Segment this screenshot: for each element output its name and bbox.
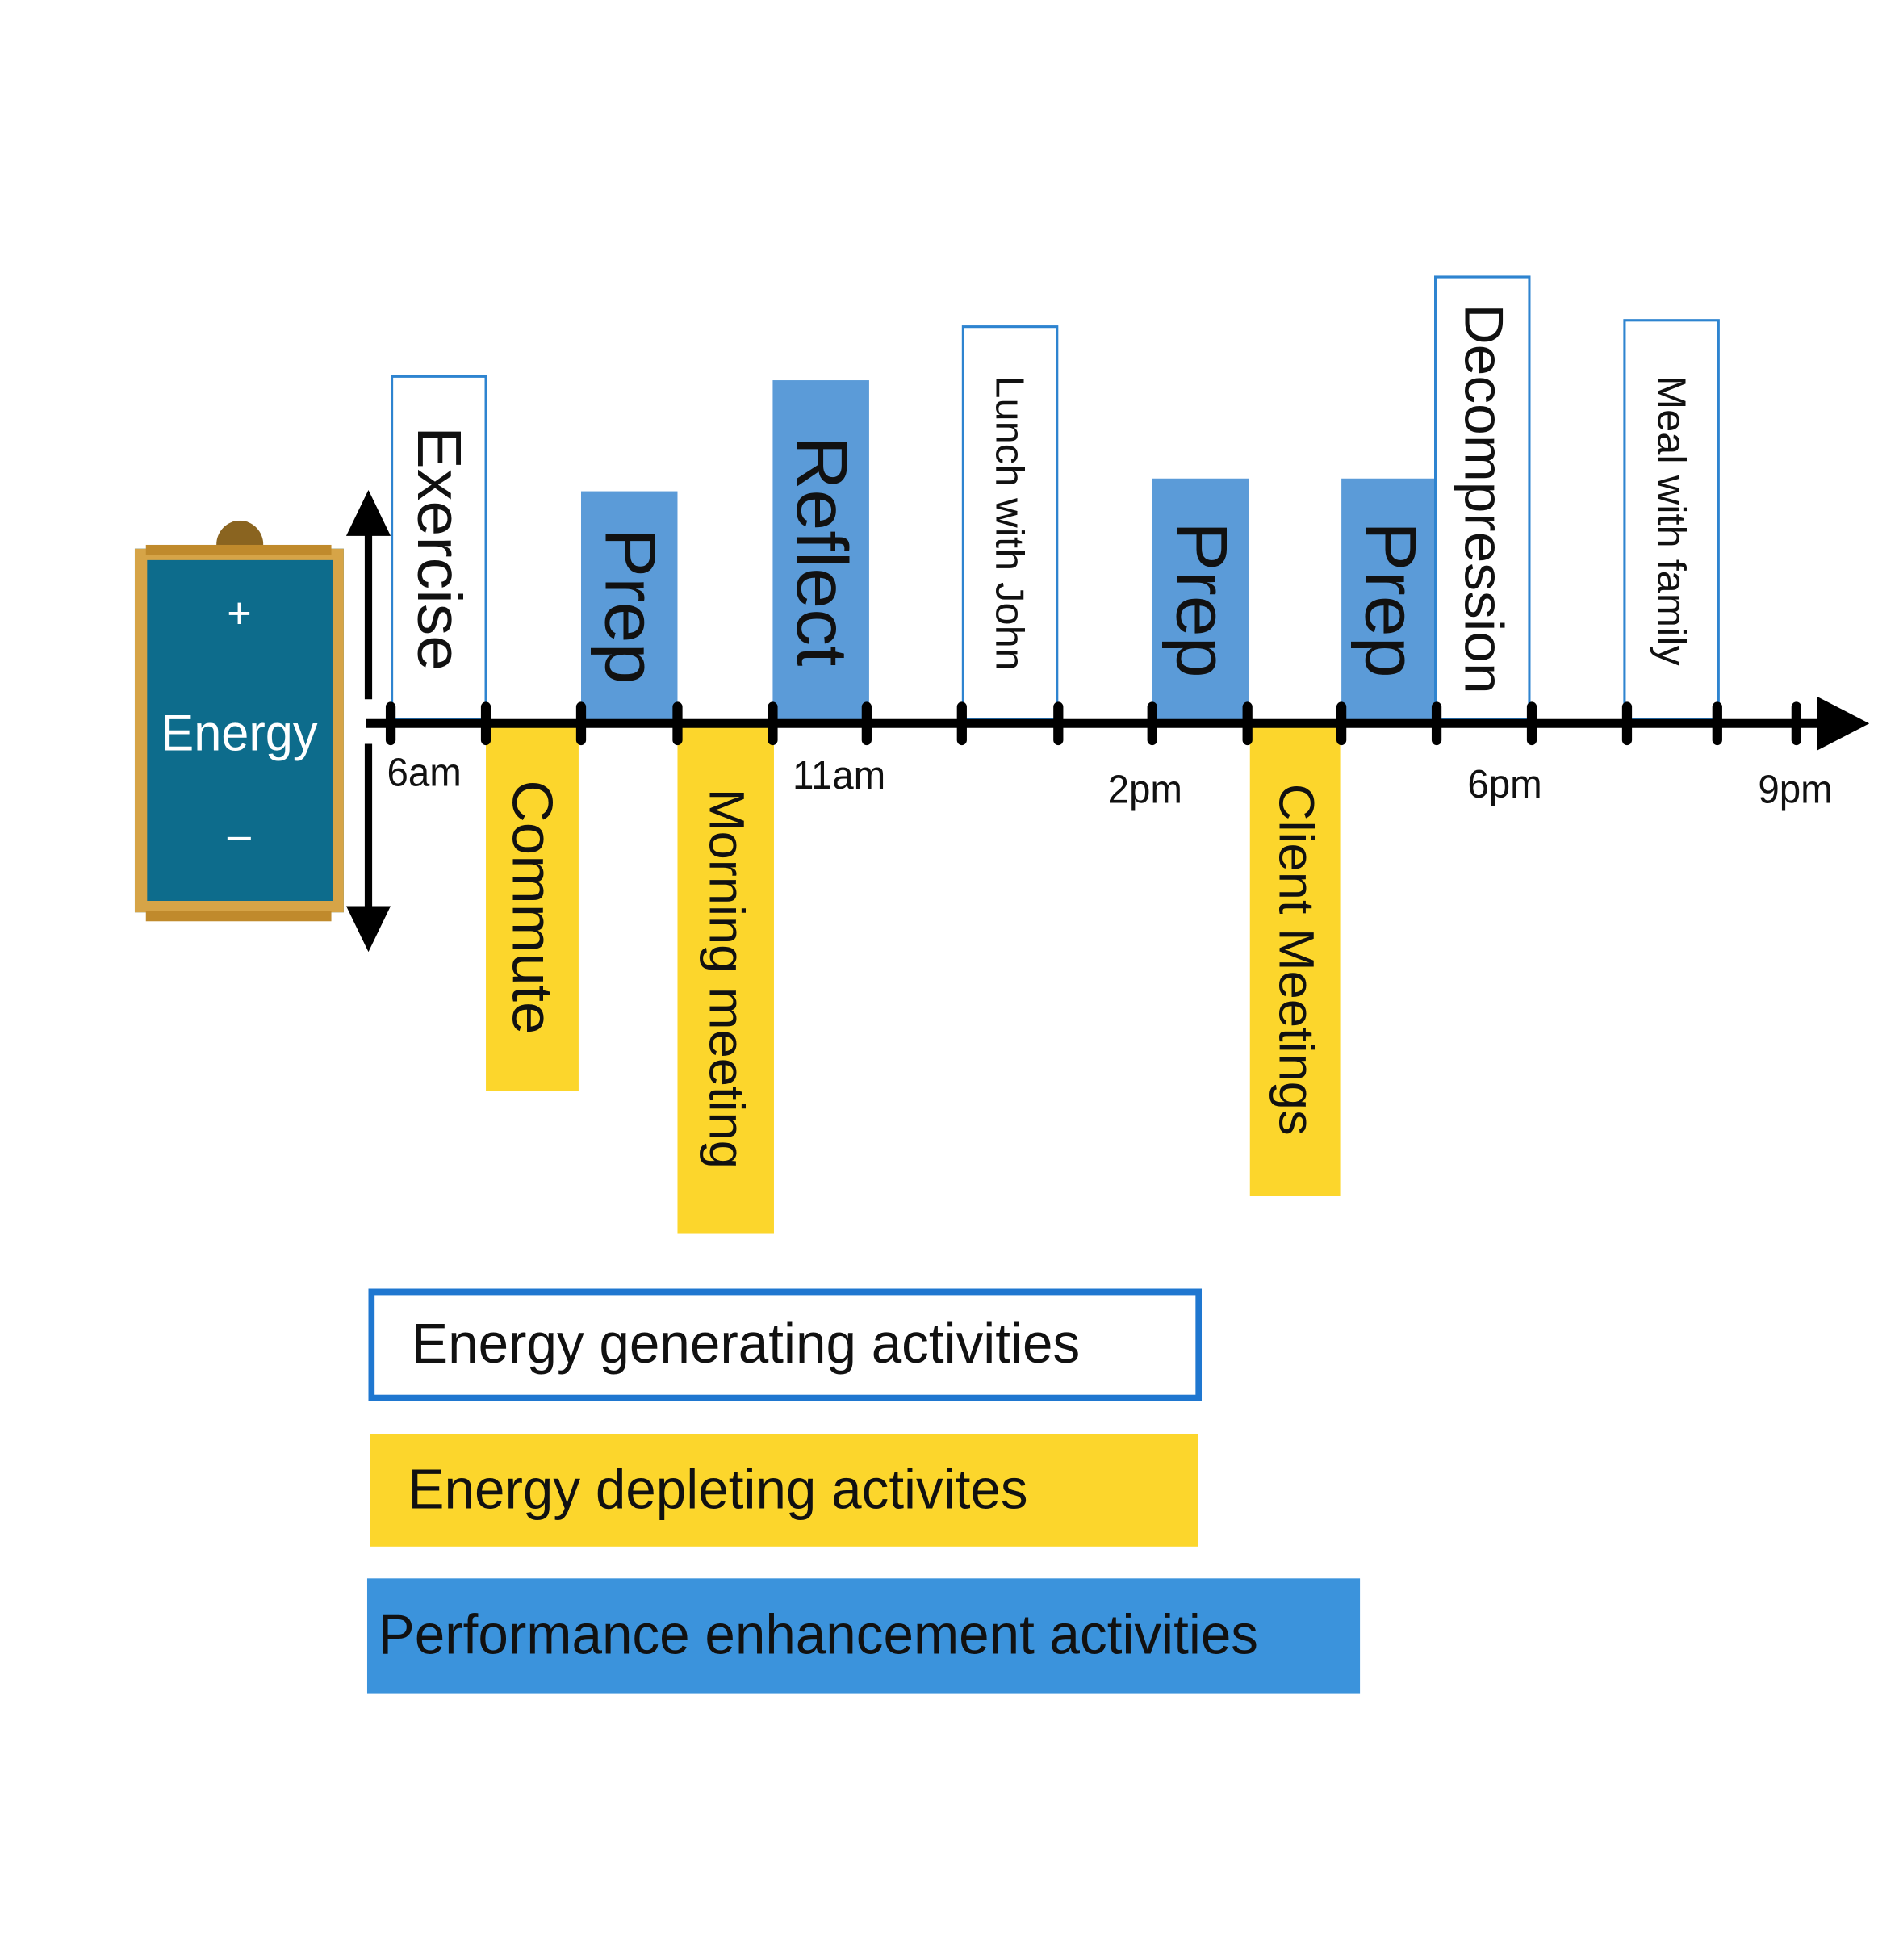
activity-decompression: Decompression xyxy=(1434,275,1531,722)
legend-energy-generating: Energy generating activities xyxy=(368,1288,1203,1401)
legend-performance-enhancement: Performance enhancement activities xyxy=(366,1578,1361,1694)
battery-label: Energy xyxy=(161,706,318,762)
time-label-6am: 6am xyxy=(387,750,462,795)
battery-minus-sign: – xyxy=(227,811,251,861)
time-label-2pm: 2pm xyxy=(1107,767,1182,812)
activity-morning-meeting: Morning meeting xyxy=(677,723,774,1234)
legend-enhancement-label: Performance enhancement activities xyxy=(378,1603,1259,1667)
battery-icon xyxy=(134,548,344,913)
activity-reflect: Reflect xyxy=(772,380,869,722)
activity-commute: Commute xyxy=(486,723,579,1091)
battery-bottom-rim xyxy=(145,911,332,922)
activity-prep-morning: Prep xyxy=(580,491,678,722)
time-label-11am: 11am xyxy=(792,752,886,798)
activity-prep-evening: Prep xyxy=(1341,478,1437,722)
activity-lunch-with-john: Lunch with John xyxy=(961,325,1059,722)
activity-prep-afternoon: Prep xyxy=(1152,478,1249,722)
legend-energy-depleting: Energy depleting activites xyxy=(370,1434,1198,1547)
time-label-9pm: 9pm xyxy=(1758,767,1833,812)
legend-generating-label: Energy generating activities xyxy=(412,1313,1081,1376)
time-label-6pm: 6pm xyxy=(1467,761,1542,807)
activity-client-meetings: Client Meetings xyxy=(1249,723,1341,1196)
battery-plus-sign: + xyxy=(227,589,252,639)
activity-meal-with-family: Meal with family xyxy=(1623,319,1720,722)
battery-top-rim xyxy=(145,544,332,555)
legend-depleting-label: Energy depleting activites xyxy=(408,1458,1028,1522)
time-axis-ticks xyxy=(385,701,1801,746)
